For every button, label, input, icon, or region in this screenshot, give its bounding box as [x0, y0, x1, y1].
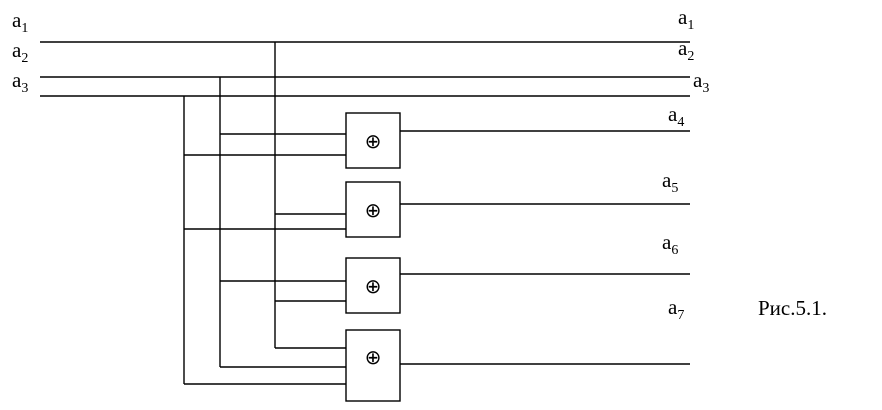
xor-symbol-icon: ⊕: [365, 274, 382, 298]
output-label-a7: a7: [668, 295, 684, 323]
figure-caption: Рис.5.1.: [758, 296, 827, 320]
xor-gate-2: ⊕: [345, 181, 401, 238]
output-label-a1: a1: [678, 5, 694, 33]
input-label-a3: a3: [12, 68, 28, 96]
xor-gate-4: ⊕: [345, 329, 401, 402]
output-label-a3: a3: [693, 68, 709, 96]
xor-gate-1: ⊕: [345, 112, 401, 169]
output-label-a4: a4: [668, 102, 684, 130]
input-label-a1: a1: [12, 8, 28, 36]
xor-symbol-icon: ⊕: [365, 345, 382, 369]
output-label-a2: a2: [678, 36, 694, 64]
input-label-a2: a2: [12, 38, 28, 66]
output-label-a5: a5: [662, 168, 678, 196]
output-label-a6: a6: [662, 230, 678, 258]
xor-symbol-icon: ⊕: [365, 129, 382, 153]
xor-symbol-icon: ⊕: [365, 198, 382, 222]
xor-gate-3: ⊕: [345, 257, 401, 314]
